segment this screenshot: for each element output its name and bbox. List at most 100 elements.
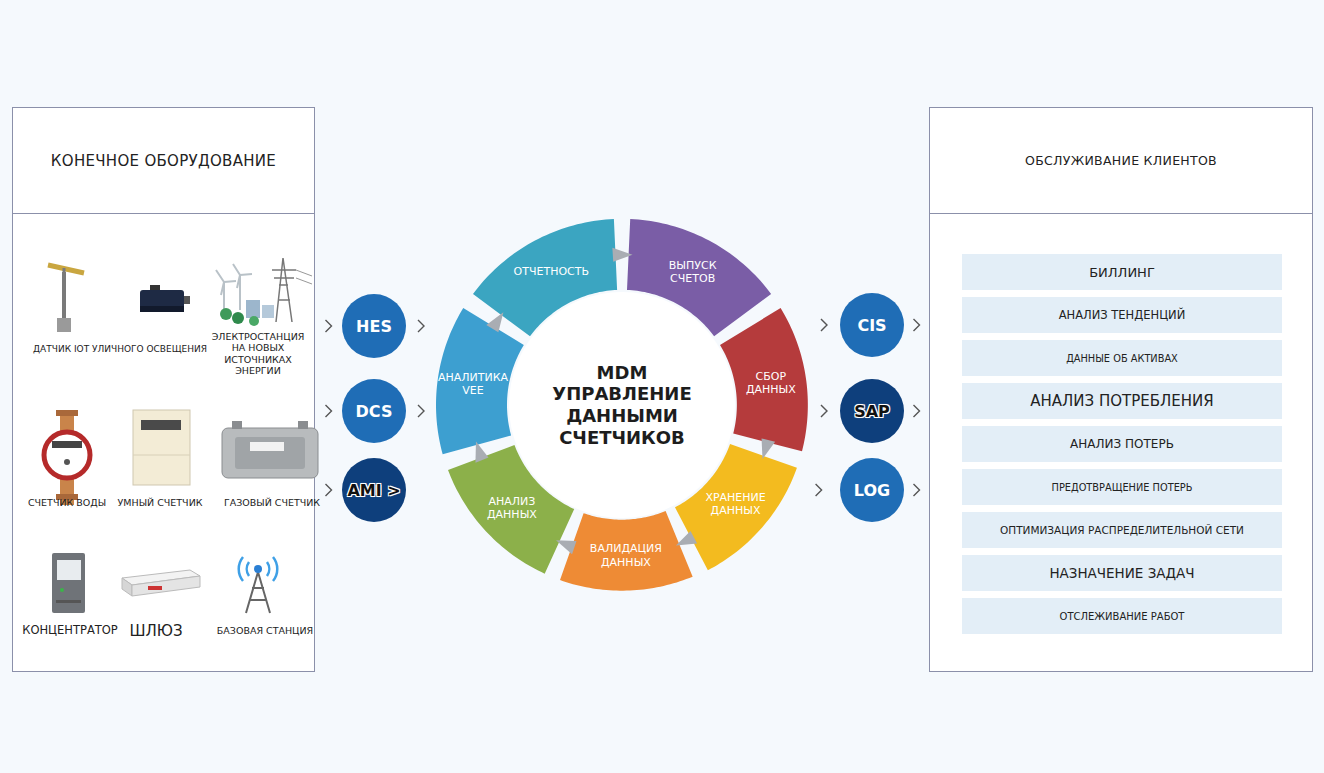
equipment-label: ДАТЧИК IOT УЛИЧНОГО ОСВЕЩЕНИЯ: [33, 344, 207, 355]
gateway-icon-part: [122, 570, 200, 585]
service-item: ОТСЛЕЖИВАНИЕ РАБОТ: [962, 598, 1282, 634]
smart-meter-icon: [133, 410, 190, 485]
system-label: DCS: [356, 402, 393, 421]
system-label: CIS: [857, 316, 886, 335]
service-item: ДАННЫЕ ОБ АКТИВАХ: [962, 340, 1282, 376]
segment-label: СБОР ДАННЫХ: [738, 370, 804, 396]
connector-line: [494, 315, 502, 326]
power-plant-icon-part: [249, 316, 259, 326]
system-circle: SAP: [840, 379, 904, 443]
segment-fill: [720, 308, 808, 451]
flow-chevron: [914, 405, 920, 417]
connector-line: [764, 442, 768, 455]
power-plant-icon: [216, 258, 312, 326]
service-item: ОПТИМИЗАЦИЯ РАСПРЕДЕЛИТЕЛЬНОЙ СЕТИ: [962, 512, 1282, 548]
segment-label: АНАЛИЗ ДАННЫХ: [477, 494, 547, 520]
cycle-arrowhead: [676, 531, 697, 545]
ring-segment: СБОР ДАННЫХ: [720, 308, 808, 451]
connector-line: [904, 411, 929, 412]
power-plant-icon-part: [232, 312, 244, 324]
concentrator-icon-part: [56, 600, 81, 603]
flow-chevron: [914, 319, 920, 331]
streetlight-icon: [48, 265, 84, 332]
base-station-icon-part: [246, 572, 270, 613]
water-meter-icon-part: [64, 459, 70, 465]
panel-box: ОБСЛУЖИВАНИЕ КЛИЕНТОВ БИЛЛИНГ АНАЛИЗ ТЕНДЕ…: [929, 107, 1313, 672]
power-plant-icon-part: [246, 300, 260, 318]
connector-line: [679, 538, 691, 544]
cycle-arrowhead: [762, 438, 776, 458]
service-label: АНАЛИЗ ПОТЕРЬ: [1070, 437, 1174, 451]
equipment-label: БАЗОВАЯ СТАНЦИЯ: [217, 625, 313, 636]
service-label: АНАЛИЗ ПОТРЕБЛЕНИЯ: [1030, 392, 1213, 410]
gateway-icon-part: [132, 576, 200, 596]
segment-label: ОТЧЕТНОСТЬ: [505, 266, 597, 279]
connector-line: [315, 490, 342, 491]
hub-title: MDM УПРАВЛЕНИЕ ДАННЫМИ СЧЕТЧИКОВ: [532, 362, 712, 448]
flow-connector: [406, 405, 436, 417]
power-plant-icon-part: [296, 270, 312, 284]
panel-box: КОНЕЧНОЕ ОБОРУДОВАНИЕ: [12, 107, 315, 672]
water-meter-icon: [44, 410, 90, 505]
gas-meter-icon-part: [232, 421, 242, 429]
service-item: АНАЛИЗ ПОТЕРЬ: [962, 426, 1282, 462]
connector-line: [904, 325, 929, 326]
panel-heading: ОБСЛУЖИВАНИЕ КЛИЕНТОВ: [930, 108, 1312, 214]
flow-chevron: [418, 320, 424, 332]
service-label: ПРЕДОТВРАЩЕНИЕ ПОТЕРЬ: [1052, 482, 1193, 493]
panel-heading: КОНЕЧНОЕ ОБОРУДОВАНИЕ: [13, 108, 314, 214]
flow-chevron: [821, 405, 827, 417]
flow-chevron: [326, 320, 332, 332]
ring-segment: ВАЛИДАЦИЯ ДАННЫХ: [560, 511, 693, 591]
gas-meter-icon-part: [298, 421, 308, 429]
water-meter-icon-part: [52, 441, 82, 448]
service-label: БИЛЛИНГ: [1089, 265, 1155, 280]
smart-meter-icon-part: [133, 455, 190, 456]
connector-line: [808, 411, 840, 412]
connector-line: [797, 490, 840, 491]
service-item: АНАЛИЗ ТЕНДЕНЦИЙ: [962, 297, 1282, 333]
gateway-icon-part: [122, 578, 132, 596]
power-plant-icon-part: [216, 270, 236, 295]
connector-line: [615, 254, 629, 255]
concentrator-icon-part: [57, 560, 81, 580]
connector-line: [559, 542, 572, 547]
flow-connector: [315, 405, 342, 417]
iot-sensor-icon-part: [140, 306, 184, 312]
flow-connector: [797, 484, 840, 496]
power-plant-icon-part: [220, 308, 232, 320]
service-label: НАЗНАЧЕНИЕ ЗАДАЧ: [1049, 565, 1194, 581]
system-circle: HES: [342, 294, 406, 358]
power-plant-icon-part: [262, 305, 274, 318]
iot-sensor-icon-part: [150, 285, 160, 290]
concentrator-icon-part: [52, 553, 85, 613]
connector-line: [904, 490, 929, 491]
flow-connector: [904, 484, 929, 496]
equipment-label: ШЛЮЗ: [129, 622, 182, 640]
flow-connector: [475, 441, 488, 462]
gas-meter-icon-part: [222, 428, 318, 478]
water-meter-icon-part: [44, 432, 90, 478]
cycle-arrowhead: [556, 540, 576, 554]
flow-connector: [406, 320, 436, 332]
connector-line: [406, 411, 436, 412]
streetlight-icon-part: [48, 265, 84, 273]
power-plant-icon-part: [272, 258, 296, 322]
base-station-icon-part: [239, 557, 278, 581]
streetlight-icon-part: [57, 318, 71, 332]
streetlight-icon-part: [62, 272, 66, 322]
connector-line: [315, 326, 342, 327]
flow-chevron: [914, 484, 920, 496]
flow-connector: [486, 312, 503, 332]
segment-label: ВАЛИДАЦИЯ ДАННЫХ: [584, 542, 668, 568]
segment-label: ВЫПУСК СЧЕТОВ: [657, 259, 729, 285]
gas-meter-icon-part: [250, 442, 284, 451]
connector-line: [477, 445, 481, 458]
flow-chevron: [821, 319, 827, 331]
flow-connector: [612, 248, 632, 262]
system-circle: AMI >: [342, 458, 406, 522]
cycle-arrowhead: [475, 441, 488, 462]
service-item: АНАЛИЗ ПОТРЕБЛЕНИЯ: [962, 383, 1282, 419]
hub-circle: MDM УПРАВЛЕНИЕ ДАННЫМИ СЧЕТЧИКОВ: [509, 292, 735, 518]
service-label: ОПТИМИЗАЦИЯ РАСПРЕДЕЛИТЕЛЬНОЙ СЕТИ: [1000, 524, 1244, 536]
